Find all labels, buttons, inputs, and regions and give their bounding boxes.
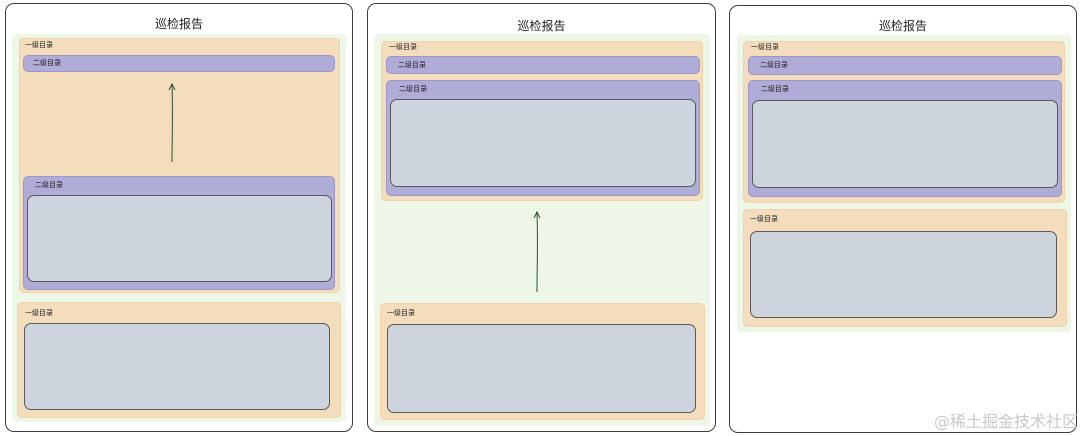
up-arrow-icon: [168, 82, 176, 163]
level2-label: 二级目录: [761, 85, 789, 93]
content-block-1a: [27, 195, 332, 282]
level1-label: 一级目录: [25, 41, 53, 49]
level2-label: 二级目录: [33, 59, 61, 67]
panel-title: 巡检报告: [154, 17, 203, 31]
level2-section-3a: 二级目录: [748, 56, 1062, 75]
watermark: @稀土掘金技术社区: [933, 412, 1078, 431]
content-block-1b: [24, 323, 330, 410]
level1-label: 一级目录: [387, 309, 415, 317]
content-block-2b: [387, 324, 696, 413]
level2-section-2a: 二级目录: [386, 56, 700, 74]
panel-title: 巡检报告: [517, 19, 566, 33]
level2-section-1a: 二级目录: [23, 55, 335, 72]
up-arrow-icon: [533, 210, 541, 293]
content-block-3a: [752, 100, 1058, 188]
level2-label: 二级目录: [398, 61, 426, 69]
level2-label: 二级目录: [35, 181, 63, 189]
level1-label: 一级目录: [389, 43, 417, 51]
level2-label: 二级目录: [760, 61, 788, 69]
content-block-3b: [750, 231, 1057, 318]
level1-label: 一级目录: [751, 43, 779, 51]
level1-label: 一级目录: [750, 215, 778, 223]
level1-label: 一级目录: [25, 309, 53, 317]
content-block-2a: [390, 99, 696, 187]
level2-label: 二级目录: [399, 85, 427, 93]
panel-title: 巡检报告: [878, 19, 927, 33]
